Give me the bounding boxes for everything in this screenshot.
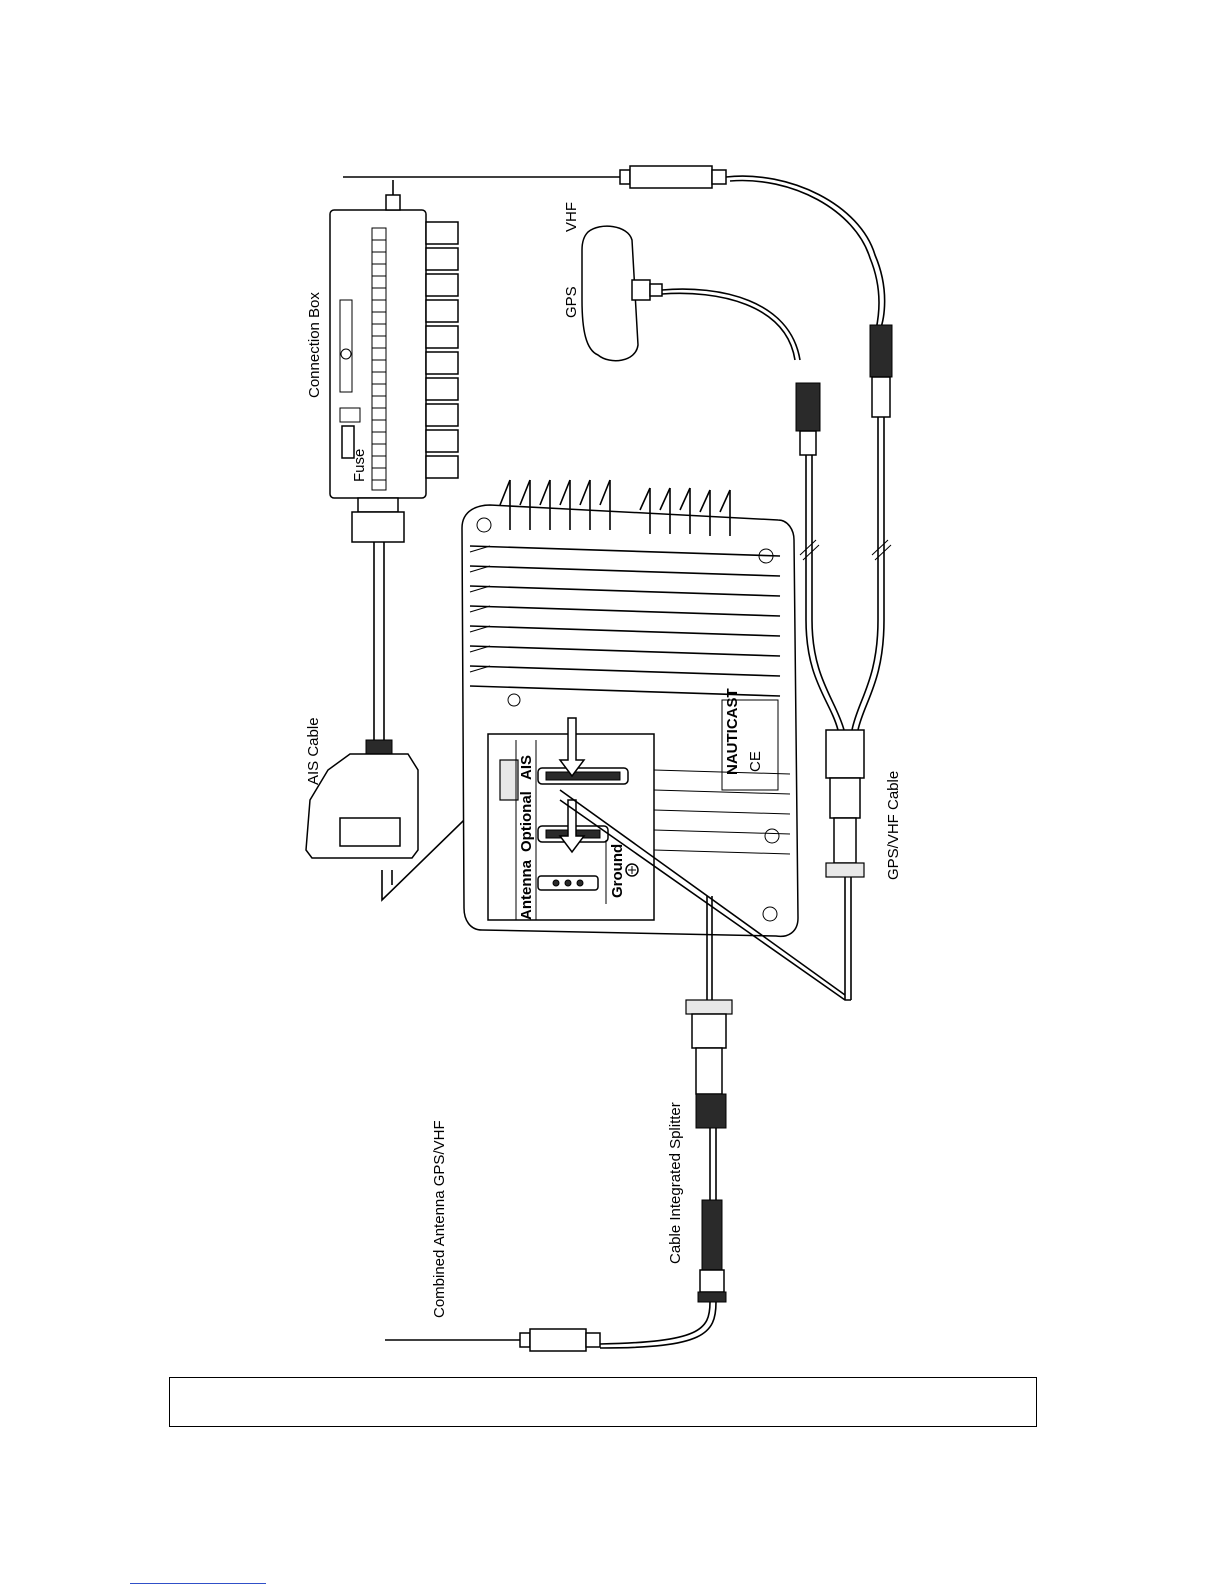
label-cable-splitter: Cable Integrated Splitter <box>667 1102 684 1264</box>
footer-rule <box>130 1583 266 1584</box>
label-ais-cable: AIS Cable <box>305 717 322 785</box>
ce-mark: CE <box>747 751 764 772</box>
transponder-unit: NAUTICAST CE Antenna Optional AIS Ground <box>462 480 851 1000</box>
vhf-connector <box>870 325 892 417</box>
label-fuse: Fuse <box>351 449 368 482</box>
gps-antenna <box>582 226 800 361</box>
port-label-ais: AIS <box>518 755 535 780</box>
connection-box <box>330 180 458 542</box>
label-connection-box: Connection Box <box>306 292 323 398</box>
cable-glands <box>426 222 458 478</box>
label-vhf: VHF <box>563 202 580 232</box>
label-gps: GPS <box>563 286 580 318</box>
gps-vhf-y-cable <box>800 417 891 1000</box>
label-combined-antenna: Combined Antenna GPS/VHF <box>431 1120 448 1318</box>
label-gps-vhf-cable: GPS/VHF Cable <box>885 771 902 880</box>
gps-connector <box>796 383 820 455</box>
cable-splitter <box>600 1000 732 1348</box>
port-label-ground: Ground <box>609 844 626 898</box>
port-label-optional: Optional <box>518 791 535 852</box>
caption-box <box>169 1377 1037 1427</box>
combined-antenna <box>385 1329 600 1351</box>
port-label-antenna: Antenna <box>518 859 535 920</box>
brand-logo: NAUTICAST <box>724 688 741 775</box>
